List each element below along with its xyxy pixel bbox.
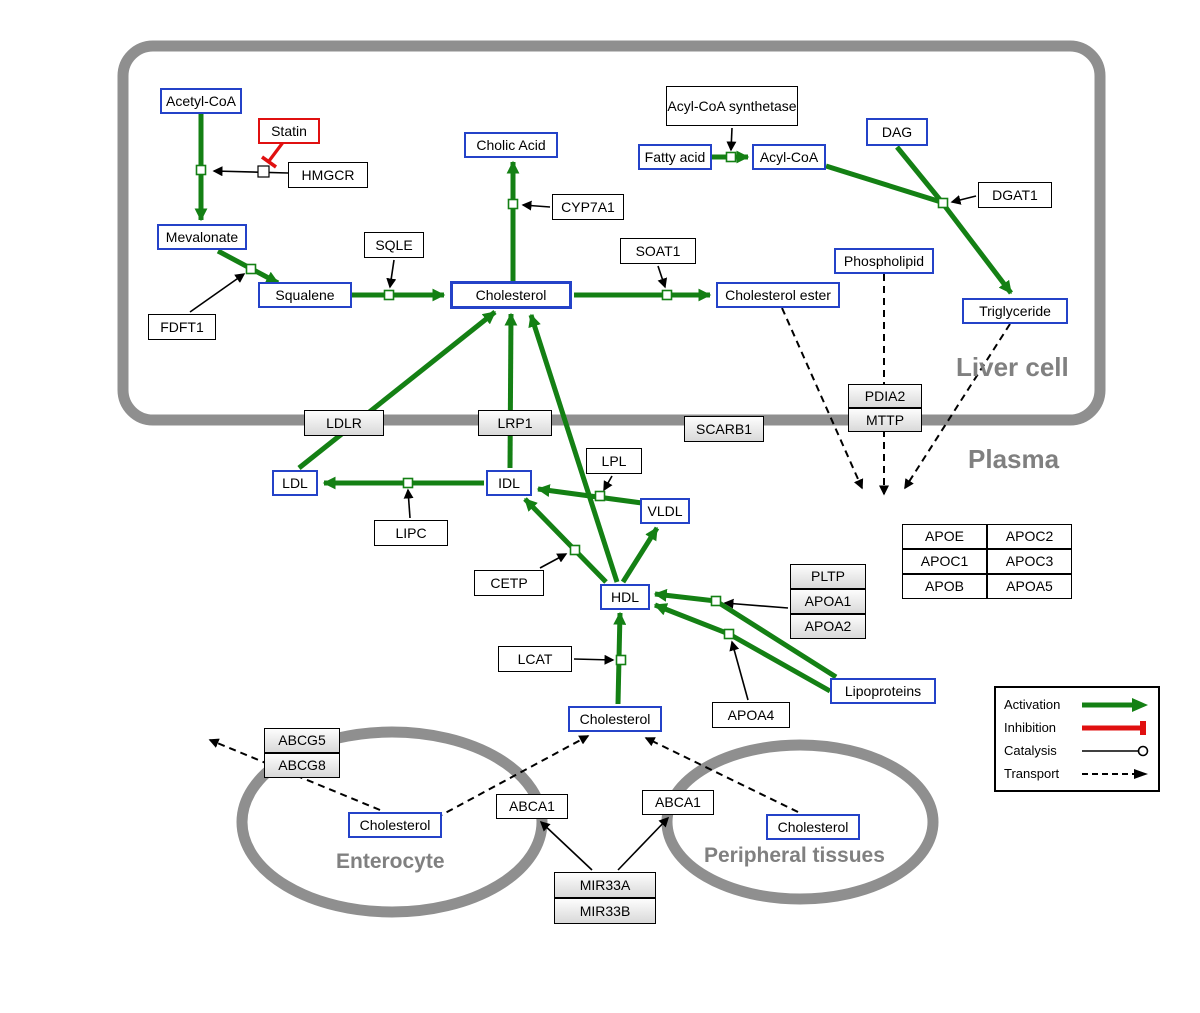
inhibition-tbar-icon	[1082, 720, 1146, 735]
node-pdia2[interactable]: PDIA2	[848, 384, 922, 408]
node-lcat[interactable]: LCAT	[498, 646, 572, 672]
legend-catalysis-label: Catalysis	[1004, 743, 1057, 758]
peripheral-tissues-label: Peripheral tissues	[704, 844, 885, 867]
catalysis-anchor-square	[257, 165, 270, 178]
node-soat1[interactable]: SOAT1	[620, 238, 696, 264]
node-cyp7a1[interactable]: CYP7A1	[552, 194, 624, 220]
catalysis-edges	[189, 127, 977, 871]
legend-row-activation: Activation	[1004, 693, 1150, 716]
node-apoc3[interactable]: APOC3	[987, 549, 1072, 574]
node-squalene[interactable]: Squalene	[258, 282, 352, 308]
transport-dashed-arrow-icon	[1082, 768, 1148, 779]
node-apoc2[interactable]: APOC2	[987, 524, 1072, 549]
node-cetp[interactable]: CETP	[474, 570, 544, 596]
legend-transport-label: Transport	[1004, 766, 1060, 781]
node-scarb1[interactable]: SCARB1	[684, 416, 764, 442]
node-dgat1[interactable]: DGAT1	[978, 182, 1052, 208]
node-apoa1[interactable]: APOA1	[790, 589, 866, 614]
node-hmgcr[interactable]: HMGCR	[288, 162, 368, 188]
legend-activation-label: Activation	[1004, 697, 1061, 712]
catalysis-circle-icon	[1082, 745, 1149, 756]
node-abca1-peripheral[interactable]: ABCA1	[642, 790, 714, 815]
legend-inhibition-label: Inhibition	[1004, 720, 1057, 735]
liver-cell-label: Liver cell	[956, 352, 1069, 382]
plasma-label: Plasma	[968, 444, 1060, 474]
node-sqle[interactable]: SQLE	[364, 232, 424, 258]
node-mttp[interactable]: MTTP	[848, 408, 922, 432]
enterocyte-label: Enterocyte	[336, 850, 445, 873]
node-pltp[interactable]: PLTP	[790, 564, 866, 589]
legend-row-catalysis: Catalysis	[1004, 739, 1150, 762]
node-dag[interactable]: DAG	[866, 118, 928, 146]
node-mir33a[interactable]: MIR33A	[554, 872, 656, 898]
legend-row-inhibition: Inhibition	[1004, 716, 1150, 739]
node-acyl-coa[interactable]: Acyl-CoA	[752, 144, 826, 170]
node-mir33b[interactable]: MIR33B	[554, 898, 656, 924]
node-lrp1[interactable]: LRP1	[478, 410, 552, 436]
node-apoa2[interactable]: APOA2	[790, 614, 866, 639]
activation-edges	[194, 114, 1013, 705]
node-ldl[interactable]: LDL	[272, 470, 318, 496]
node-vldl[interactable]: VLDL	[640, 498, 690, 524]
node-ldlr[interactable]: LDLR	[304, 410, 384, 436]
node-apoa5[interactable]: APOA5	[987, 574, 1072, 599]
node-fatty-acid[interactable]: Fatty acid	[638, 144, 712, 170]
node-abcg5[interactable]: ABCG5	[264, 728, 340, 753]
node-cholesterol-enterocyte[interactable]: Cholesterol	[348, 812, 442, 838]
liver-cell-outline	[117, 40, 1106, 426]
node-lipc[interactable]: LIPC	[374, 520, 448, 546]
node-phospholipid[interactable]: Phospholipid	[834, 248, 934, 274]
node-apoe[interactable]: APOE	[902, 524, 987, 549]
legend-row-transport: Transport	[1004, 762, 1150, 785]
node-fdft1[interactable]: FDFT1	[148, 314, 216, 340]
node-cholesterol-peripheral[interactable]: Cholesterol	[766, 814, 860, 840]
node-cholesterol-ester[interactable]: Cholesterol ester	[716, 282, 840, 308]
node-hdl[interactable]: HDL	[600, 584, 650, 610]
reaction-nodes	[195, 151, 949, 666]
node-abca1-enterocyte[interactable]: ABCA1	[496, 794, 568, 819]
activation-arrow-icon	[1082, 697, 1148, 712]
node-cholic-acid[interactable]: Cholic Acid	[464, 132, 558, 158]
node-triglyceride[interactable]: Triglyceride	[962, 298, 1068, 324]
node-lipoproteins[interactable]: Lipoproteins	[830, 678, 936, 704]
node-statin[interactable]: Statin	[258, 118, 320, 144]
legend: Activation Inhibition Catalysis Transpor…	[994, 686, 1160, 792]
node-apob[interactable]: APOB	[902, 574, 987, 599]
node-cholesterol-liver[interactable]: Cholesterol	[450, 281, 572, 309]
node-idl[interactable]: IDL	[486, 470, 532, 496]
node-cholesterol-plasma[interactable]: Cholesterol	[568, 706, 662, 732]
node-acetyl-coa[interactable]: Acetyl-CoA	[160, 88, 242, 114]
transport-edges	[208, 274, 1011, 819]
node-abcg8[interactable]: ABCG8	[264, 753, 340, 778]
node-lpl[interactable]: LPL	[586, 448, 642, 474]
inhibition-edge	[260, 140, 286, 169]
node-apoc1[interactable]: APOC1	[902, 549, 987, 574]
node-apoa4[interactable]: APOA4	[712, 702, 790, 728]
node-acyl-coa-synthetase[interactable]: Acyl-CoA synthetase	[666, 86, 798, 126]
node-mevalonate[interactable]: Mevalonate	[157, 224, 247, 250]
